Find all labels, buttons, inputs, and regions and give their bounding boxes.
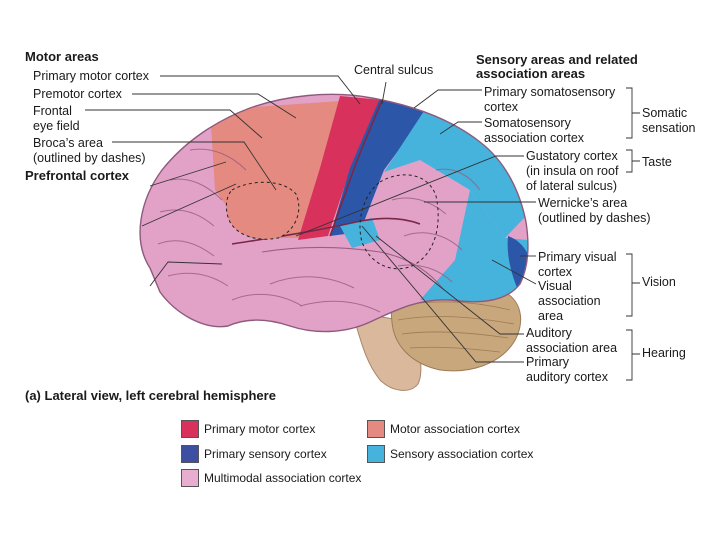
legend-label-multimodal: Multimodal association cortex (204, 471, 362, 485)
leader-primary-somato (413, 89, 482, 109)
broca-area-outline (225, 181, 300, 240)
group-hearing: Hearing (642, 346, 686, 360)
leader-primary-motor (160, 75, 361, 105)
visual-assoc-region (420, 190, 528, 302)
legend-swatch-primary-motor (181, 420, 199, 438)
sensory-areas-heading: Sensory areas and related association ar… (476, 52, 638, 81)
leader-premotor (132, 93, 297, 119)
label-primary-visual: Primary visual cortex (538, 250, 617, 279)
central-sulcus-line (329, 99, 383, 237)
leader-prefrontal-3 (149, 261, 223, 287)
label-visual-assoc: Visual association area (538, 279, 601, 323)
gyri-lines (157, 148, 481, 313)
wernicke-area-outline (359, 174, 439, 270)
legend-label-primary-sensory: Primary sensory cortex (204, 447, 327, 461)
leader-visual-assoc (491, 259, 537, 285)
leader-auditory-assoc (375, 235, 524, 335)
leader-frontal-eye (85, 109, 263, 139)
leader-primary-auditory (361, 225, 524, 363)
group-somatic: Somatic sensation (642, 106, 696, 135)
label-central-sulcus: Central sulcus (354, 63, 434, 77)
label-primary-somatosensory: Primary somatosensory cortex (484, 85, 616, 114)
label-primary-auditory: Primary auditory cortex (526, 355, 608, 384)
legend-swatch-motor-assoc (367, 420, 385, 438)
prefrontal-heading: Prefrontal cortex (25, 168, 130, 183)
leader-prefrontal-1 (149, 161, 227, 187)
bracket-vision (626, 253, 640, 317)
label-somatosensory-assoc: Somatosensory association cortex (484, 116, 585, 145)
somatosensory-assoc-region (384, 108, 526, 238)
leader-somato-assoc (439, 121, 482, 135)
figure-caption: (a) Lateral view, left cerebral hemisphe… (25, 388, 276, 403)
legend-swatch-primary-sensory (181, 445, 199, 463)
leader-prefrontal-2 (141, 183, 237, 227)
label-frontal-eye-field: Frontal eye field (33, 104, 80, 133)
label-gustatory: Gustatory cortex (in insula on roof of l… (526, 149, 619, 193)
group-taste: Taste (642, 155, 672, 169)
group-vision: Vision (642, 275, 676, 289)
motor-areas-heading: Motor areas (25, 49, 99, 64)
bracket-hearing (626, 329, 640, 381)
label-broca: Broca’s area (outlined by dashes) (33, 136, 146, 165)
label-premotor: Premotor cortex (33, 87, 122, 101)
label-auditory-assoc: Auditory association area (526, 326, 618, 355)
leader-central-sulcus (381, 81, 387, 105)
label-primary-motor: Primary motor cortex (33, 69, 149, 83)
cerebrum-outline (139, 93, 529, 333)
legend-swatch-multimodal (181, 469, 199, 487)
lateral-sulcus-line (231, 217, 421, 245)
bracket-somatic (626, 87, 640, 139)
legend-label-sensory-assoc: Sensory association cortex (390, 447, 534, 461)
legend-label-primary-motor: Primary motor cortex (204, 422, 316, 436)
label-wernicke: Wernicke’s area (outlined by dashes) (538, 196, 651, 225)
leader-gustatory (295, 155, 524, 237)
leader-broca (112, 141, 277, 191)
primary-motor-region (298, 96, 382, 240)
legend-swatch-sensory-assoc (367, 445, 385, 463)
primary-somatosensory-region (330, 98, 428, 236)
legend-label-motor-assoc: Motor association cortex (390, 422, 521, 436)
bracket-taste (626, 149, 640, 173)
